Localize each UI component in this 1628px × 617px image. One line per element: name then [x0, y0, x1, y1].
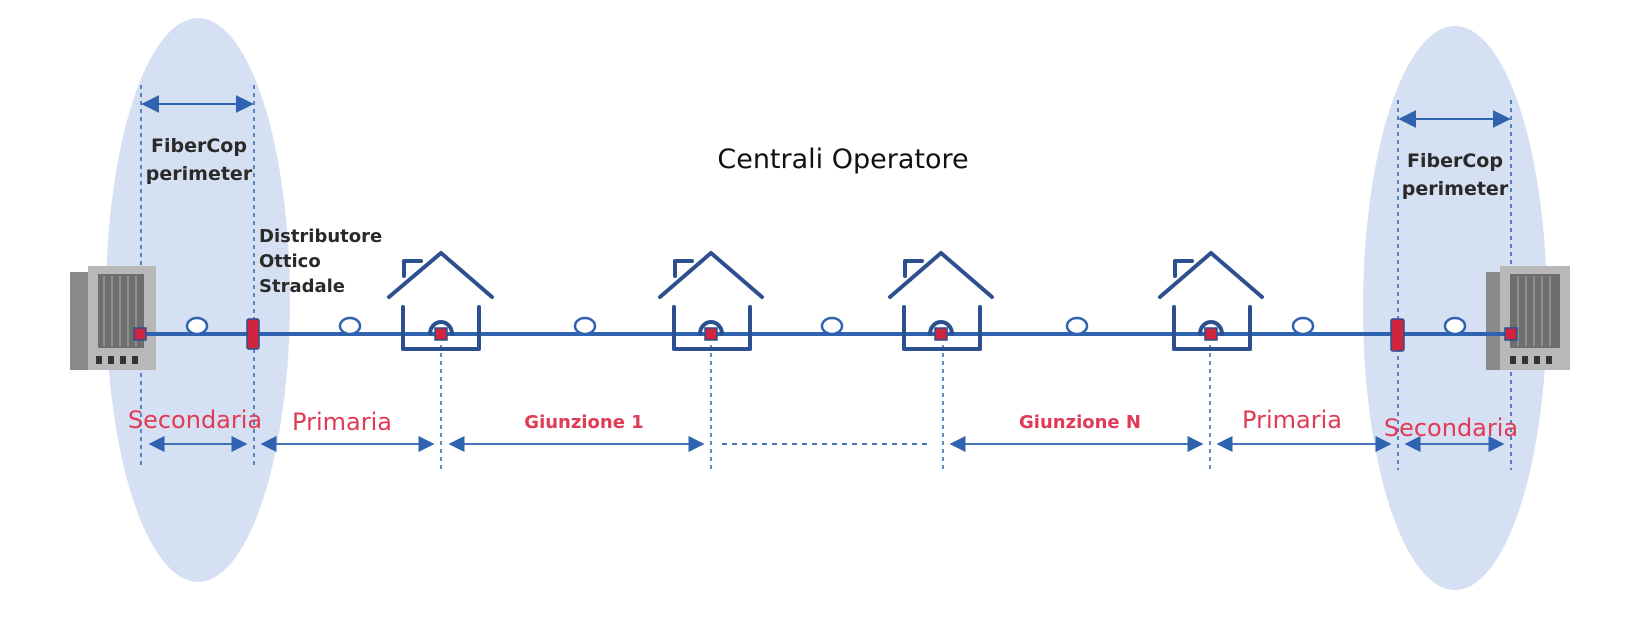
fiber-coil-icon [338, 316, 362, 336]
connector-junction-2 [704, 327, 718, 341]
server-rack-icon [70, 266, 156, 370]
house-icon [888, 251, 994, 351]
house-icon [387, 251, 494, 351]
connector-junction-3 [934, 327, 948, 341]
label-giunzione-n: Giunzione N [1019, 412, 1141, 433]
house-icon [1158, 251, 1264, 351]
fiber-coil-icon [185, 316, 209, 336]
right-perimeter-label-2: perimeter [1402, 178, 1509, 200]
distributor-label-2: Ottico [259, 251, 321, 272]
label-secondaria-left: Secondaria [128, 406, 262, 434]
left-perimeter-label-1: FiberCop [151, 135, 247, 157]
fiber-coil-icon [1065, 316, 1089, 336]
connector-co-left [133, 327, 147, 341]
fiber-coil-icon [1443, 316, 1467, 336]
distributor-label-1: Distributore [259, 226, 382, 247]
left-perimeter-label-2: perimeter [146, 163, 253, 185]
diagram-title: Centrali Operatore [717, 144, 968, 175]
distributor-box-icon [1390, 318, 1405, 352]
fiber-coil-icon [820, 316, 844, 336]
label-primaria-right: Primaria [1242, 406, 1342, 434]
connector-junction-1 [434, 327, 448, 341]
label-giunzione-1: Giunzione 1 [524, 412, 643, 433]
distributor-box-icon [246, 318, 260, 350]
server-rack-icon [1486, 266, 1570, 370]
fiber-coil-icon [1291, 316, 1315, 336]
distributor-label-3: Stradale [259, 276, 345, 297]
fiber-coil-icon [573, 316, 597, 336]
connector-co-right [1504, 327, 1518, 341]
label-secondaria-right: Secondaria [1384, 414, 1518, 442]
connector-junction-4 [1204, 327, 1218, 341]
label-primaria-left: Primaria [292, 408, 392, 436]
right-perimeter-label-1: FiberCop [1407, 150, 1503, 172]
house-icon [658, 251, 764, 351]
